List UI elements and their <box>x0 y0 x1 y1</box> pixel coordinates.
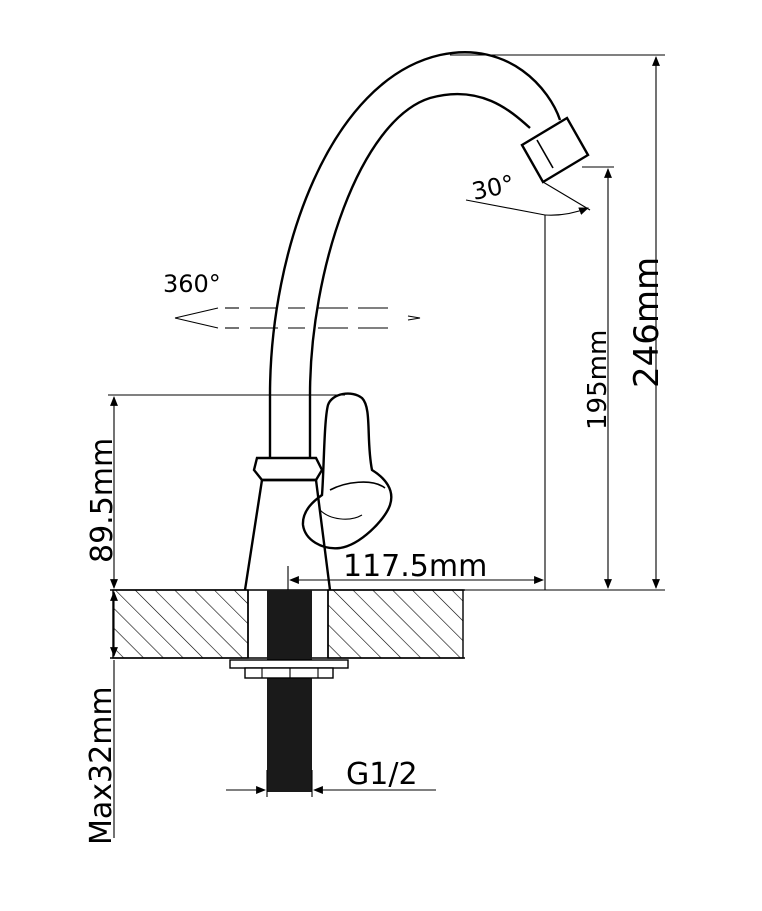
reach-label: 117.5mm <box>343 549 487 584</box>
mount-depth-label: Max32mm <box>84 686 119 845</box>
angle-label: 30° <box>469 170 516 206</box>
mount-depth-dimension: Max32mm <box>84 591 119 845</box>
spout <box>268 51 590 458</box>
threaded-shank <box>229 590 349 792</box>
body-height-dimension: 89.5mm <box>85 394 345 589</box>
lever-handle <box>301 392 393 550</box>
angle-indicator: 30° <box>465 170 591 216</box>
rotation-label: 360° <box>163 270 221 298</box>
spout-height-dimension: 195mm <box>544 166 614 590</box>
body-height-label: 89.5mm <box>85 438 120 563</box>
total-height-label: 246mm <box>627 257 667 388</box>
rotation-indicator: 360° <box>163 270 421 329</box>
thread-label: G1/2 <box>346 757 418 792</box>
total-height-dimension: 246mm <box>450 54 667 591</box>
reach-dimension: 117.5mm <box>287 549 544 590</box>
spout-height-label: 195mm <box>583 330 613 430</box>
faucet-base <box>243 456 332 591</box>
thread-dimension: G1/2 <box>226 757 436 797</box>
